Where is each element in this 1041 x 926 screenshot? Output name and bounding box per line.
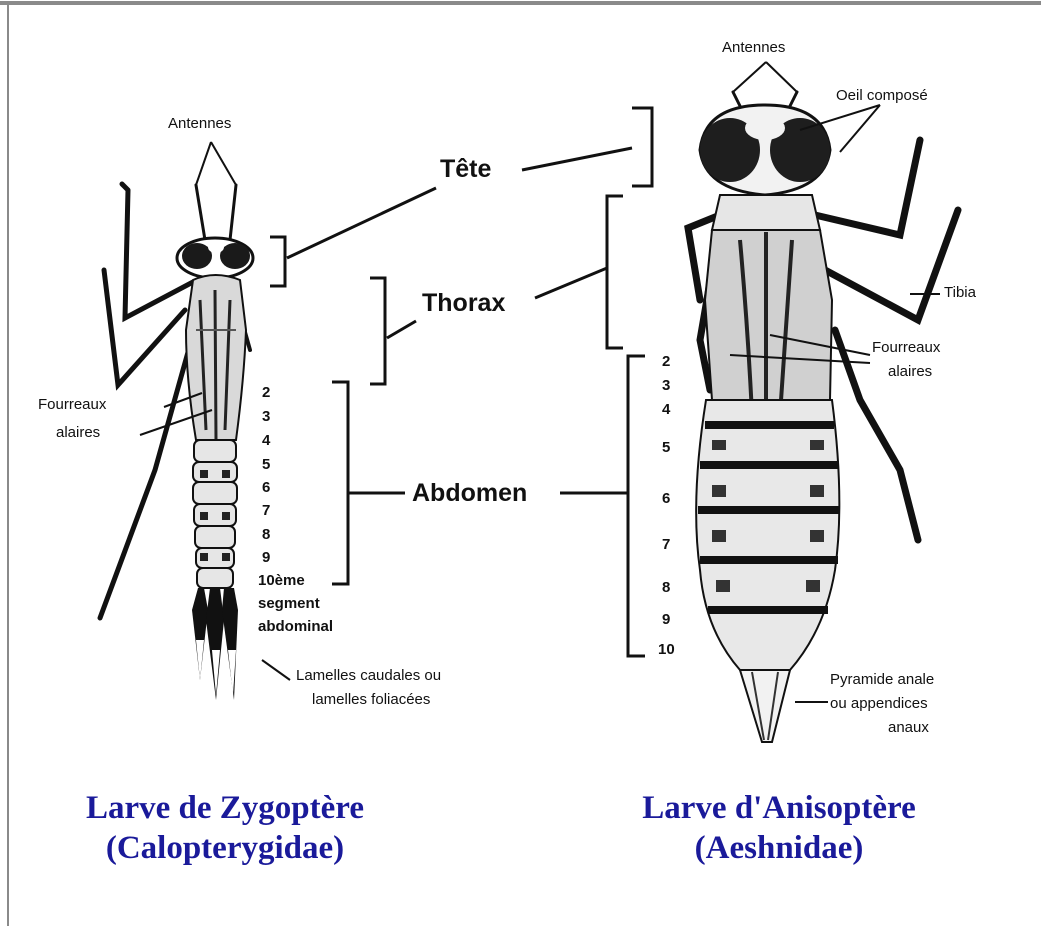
anisoptera-segment-3: 3	[662, 378, 670, 395]
abdomen-label: Abdomen	[412, 480, 527, 508]
anisoptera-caption-line2: (Aeshnidae)	[614, 828, 944, 868]
anisoptera-wing-pads-label-2: alaires	[888, 364, 932, 381]
thorax-label: Thorax	[422, 290, 505, 318]
zygoptera-segment-6: 6	[262, 480, 270, 497]
head-label: Tête	[440, 156, 491, 184]
zygoptera-caption-line2: (Calopterygidae)	[60, 828, 390, 868]
zygoptera-wing-pads-label-2: alaires	[56, 425, 100, 442]
anal-pyramid-label: Pyramide anale	[830, 672, 934, 689]
anal-appendages-label-2: anaux	[888, 720, 929, 737]
anisoptera-segment-8: 8	[662, 580, 670, 597]
caudal-lamellae-label: Lamelles caudales ou	[296, 668, 441, 685]
zygoptera-segment-10: 10ème	[258, 573, 305, 590]
zygoptera-segment-9: 9	[262, 550, 270, 567]
zygoptera-segment-5: 5	[262, 457, 270, 474]
zygoptera-segment-4: 4	[262, 433, 270, 450]
anisoptera-wing-pads-label: Fourreaux	[872, 340, 940, 357]
anisoptera-antennae-label: Antennes	[722, 40, 785, 57]
zygoptera-wing-pads-label: Fourreaux	[38, 397, 106, 414]
zygoptera-segment-label: segment	[258, 596, 320, 613]
anisoptera-caption-line1: Larve d'Anisoptère	[614, 788, 944, 828]
anisoptera-segment-10: 10	[658, 642, 675, 659]
anisoptera-caption: Larve d'Anisoptère (Aeshnidae)	[614, 788, 944, 869]
zygoptera-caption: Larve de Zygoptère (Calopterygidae)	[60, 788, 390, 869]
zygoptera-antennae-label: Antennes	[168, 116, 231, 133]
foliaceous-lamellae-label: lamelles foliacées	[312, 692, 430, 709]
anisoptera-segment-9: 9	[662, 612, 670, 629]
zygoptera-abdominal-label: abdominal	[258, 619, 333, 636]
zygoptera-caption-line1: Larve de Zygoptère	[60, 788, 390, 828]
zygoptera-segment-8: 8	[262, 527, 270, 544]
compound-eye-label: Oeil composé	[836, 88, 928, 105]
zygoptera-segment-7: 7	[262, 503, 270, 520]
tibia-label: Tibia	[944, 285, 976, 302]
zygoptera-segment-2: 2	[262, 385, 270, 402]
anal-appendages-label: ou appendices	[830, 696, 928, 713]
anisoptera-segment-7: 7	[662, 537, 670, 554]
anisoptera-segment-6: 6	[662, 491, 670, 508]
anisoptera-segment-2: 2	[662, 354, 670, 371]
anisoptera-segment-5: 5	[662, 440, 670, 457]
zygoptera-segment-3: 3	[262, 409, 270, 426]
anisoptera-segment-4: 4	[662, 402, 670, 419]
